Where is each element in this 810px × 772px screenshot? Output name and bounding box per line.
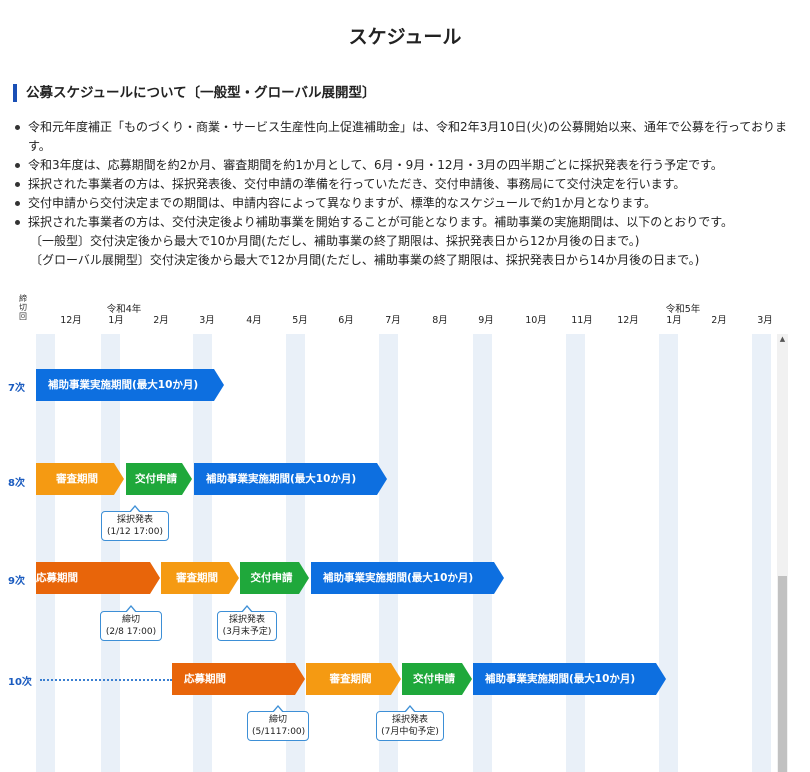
callout-date: (7月中旬予定) (381, 727, 439, 737)
month-stripe (473, 334, 492, 772)
section-heading: 公募スケジュールについて〔一般型・グローバル展開型〕 (13, 84, 376, 102)
review-period-bar: 審査期間 (36, 463, 124, 495)
month-label: 5月 (292, 315, 308, 326)
bullet-text: 採択された事業者の方は、交付決定後より補助事業を開始することが可能となります。補… (28, 215, 734, 229)
scrollbar-thumb[interactable] (778, 576, 787, 772)
month-label: 1月 (108, 315, 124, 326)
month-label: 11月 (571, 315, 593, 326)
application-period-bar: 応募期間 (172, 663, 305, 695)
grant-application-bar: 交付申請 (126, 463, 192, 495)
month-stripe (193, 334, 212, 772)
deadline-callout: 締切 (2/8 17:00) (100, 605, 162, 641)
month-label: 10月 (525, 315, 547, 326)
implementation-period-bar: 補助事業実施期間(最大10か月) (194, 463, 387, 495)
dotted-lead-line (40, 679, 172, 681)
month-label: 2月 (711, 315, 727, 326)
month-label: 6月 (338, 315, 354, 326)
round-label: 7次 (8, 383, 25, 394)
bullet-subline-global: 〔グローバル展開型〕交付決定後から最大で12か月間(ただし、補助事業の終了期限は… (30, 253, 700, 267)
review-period-bar: 審査期間 (161, 562, 239, 594)
month-stripe (379, 334, 398, 772)
callout-title: 採択発表 (391, 715, 428, 725)
callout-title: 締切 (121, 615, 140, 625)
month-label: 7月 (385, 315, 401, 326)
bullet-item: 令和3年度は、応募期間を約2か月、審査期間を約1か月として、6月・9月・12月・… (14, 156, 794, 175)
year-label: 令和5年 (665, 304, 701, 315)
month-label: 8月 (432, 315, 448, 326)
chart-scrollbar[interactable]: ▲ (777, 334, 788, 772)
grant-application-bar: 交付申請 (240, 562, 309, 594)
bullet-item: 採択された事業者の方は、採択発表後、交付申請の準備を行っていただき、交付申請後、… (14, 175, 794, 194)
month-stripe (101, 334, 120, 772)
round-label: 9次 (8, 576, 25, 587)
month-stripe (36, 334, 55, 772)
implementation-period-bar: 補助事業実施期間(最大10か月) (473, 663, 666, 695)
month-label: 12月 (60, 315, 82, 326)
month-stripe (752, 334, 771, 772)
scroll-up-arrow-icon[interactable]: ▲ (779, 335, 786, 343)
application-period-bar: 応募期間 (36, 562, 160, 594)
callout-date: (1/12 17:00) (106, 527, 164, 537)
implementation-period-bar: 補助事業実施期間(最大10か月) (311, 562, 504, 594)
bullet-subline-general: 〔一般型〕交付決定後から最大で10か月間(ただし、補助事業の終了期限は、採択発表… (30, 234, 640, 248)
month-label: 4月 (246, 315, 262, 326)
bullet-item: 令和元年度補正「ものづくり・商業・サービス生産性向上促進補助金」は、令和2年3月… (14, 118, 794, 156)
deadline-callout: 締切 (5/1117:00) (247, 705, 309, 741)
month-label: 3月 (757, 315, 773, 326)
announcement-callout: 採択発表 (3月末予定) (217, 605, 277, 641)
implementation-period-bar: 補助事業実施期間(最大10か月) (36, 369, 224, 401)
callout-date: (3月末予定) (222, 627, 272, 637)
round-label: 8次 (8, 478, 25, 489)
callout-title: 採択発表 (116, 515, 153, 525)
month-label: 2月 (153, 315, 169, 326)
month-label: 12月 (617, 315, 639, 326)
grant-application-bar: 交付申請 (402, 663, 472, 695)
page-title: スケジュール (348, 26, 462, 48)
bullet-item: 採択された事業者の方は、交付決定後より補助事業を開始することが可能となります。補… (14, 213, 794, 270)
month-label: 3月 (199, 315, 215, 326)
deadline-round-header: 締 切 回 (19, 294, 27, 321)
announcement-callout: 採択発表 (1/12 17:00) (101, 505, 169, 541)
month-stripe (659, 334, 678, 772)
callout-date: (2/8 17:00) (105, 627, 157, 637)
callout-date: (5/1117:00) (252, 727, 306, 737)
callout-title: 採択発表 (228, 615, 265, 625)
bullet-item: 交付申請から交付決定までの期間は、申請内容によって異なりますが、標準的なスケジュ… (14, 194, 794, 213)
year-label: 令和4年 (106, 304, 142, 315)
month-label: 9月 (478, 315, 494, 326)
schedule-timeline-chart: 締 切 回 令和4年 令和5年 12月 1月 2月 3月 4月 5月 6月 7月… (0, 290, 810, 772)
info-bullet-list: 令和元年度補正「ものづくり・商業・サービス生産性向上促進補助金」は、令和2年3月… (14, 118, 794, 270)
month-stripe (566, 334, 585, 772)
month-label: 1月 (666, 315, 682, 326)
callout-title: 締切 (268, 715, 287, 725)
review-period-bar: 審査期間 (306, 663, 401, 695)
month-stripe (286, 334, 305, 772)
round-label: 10次 (8, 677, 32, 688)
announcement-callout: 採択発表 (7月中旬予定) (376, 705, 444, 741)
